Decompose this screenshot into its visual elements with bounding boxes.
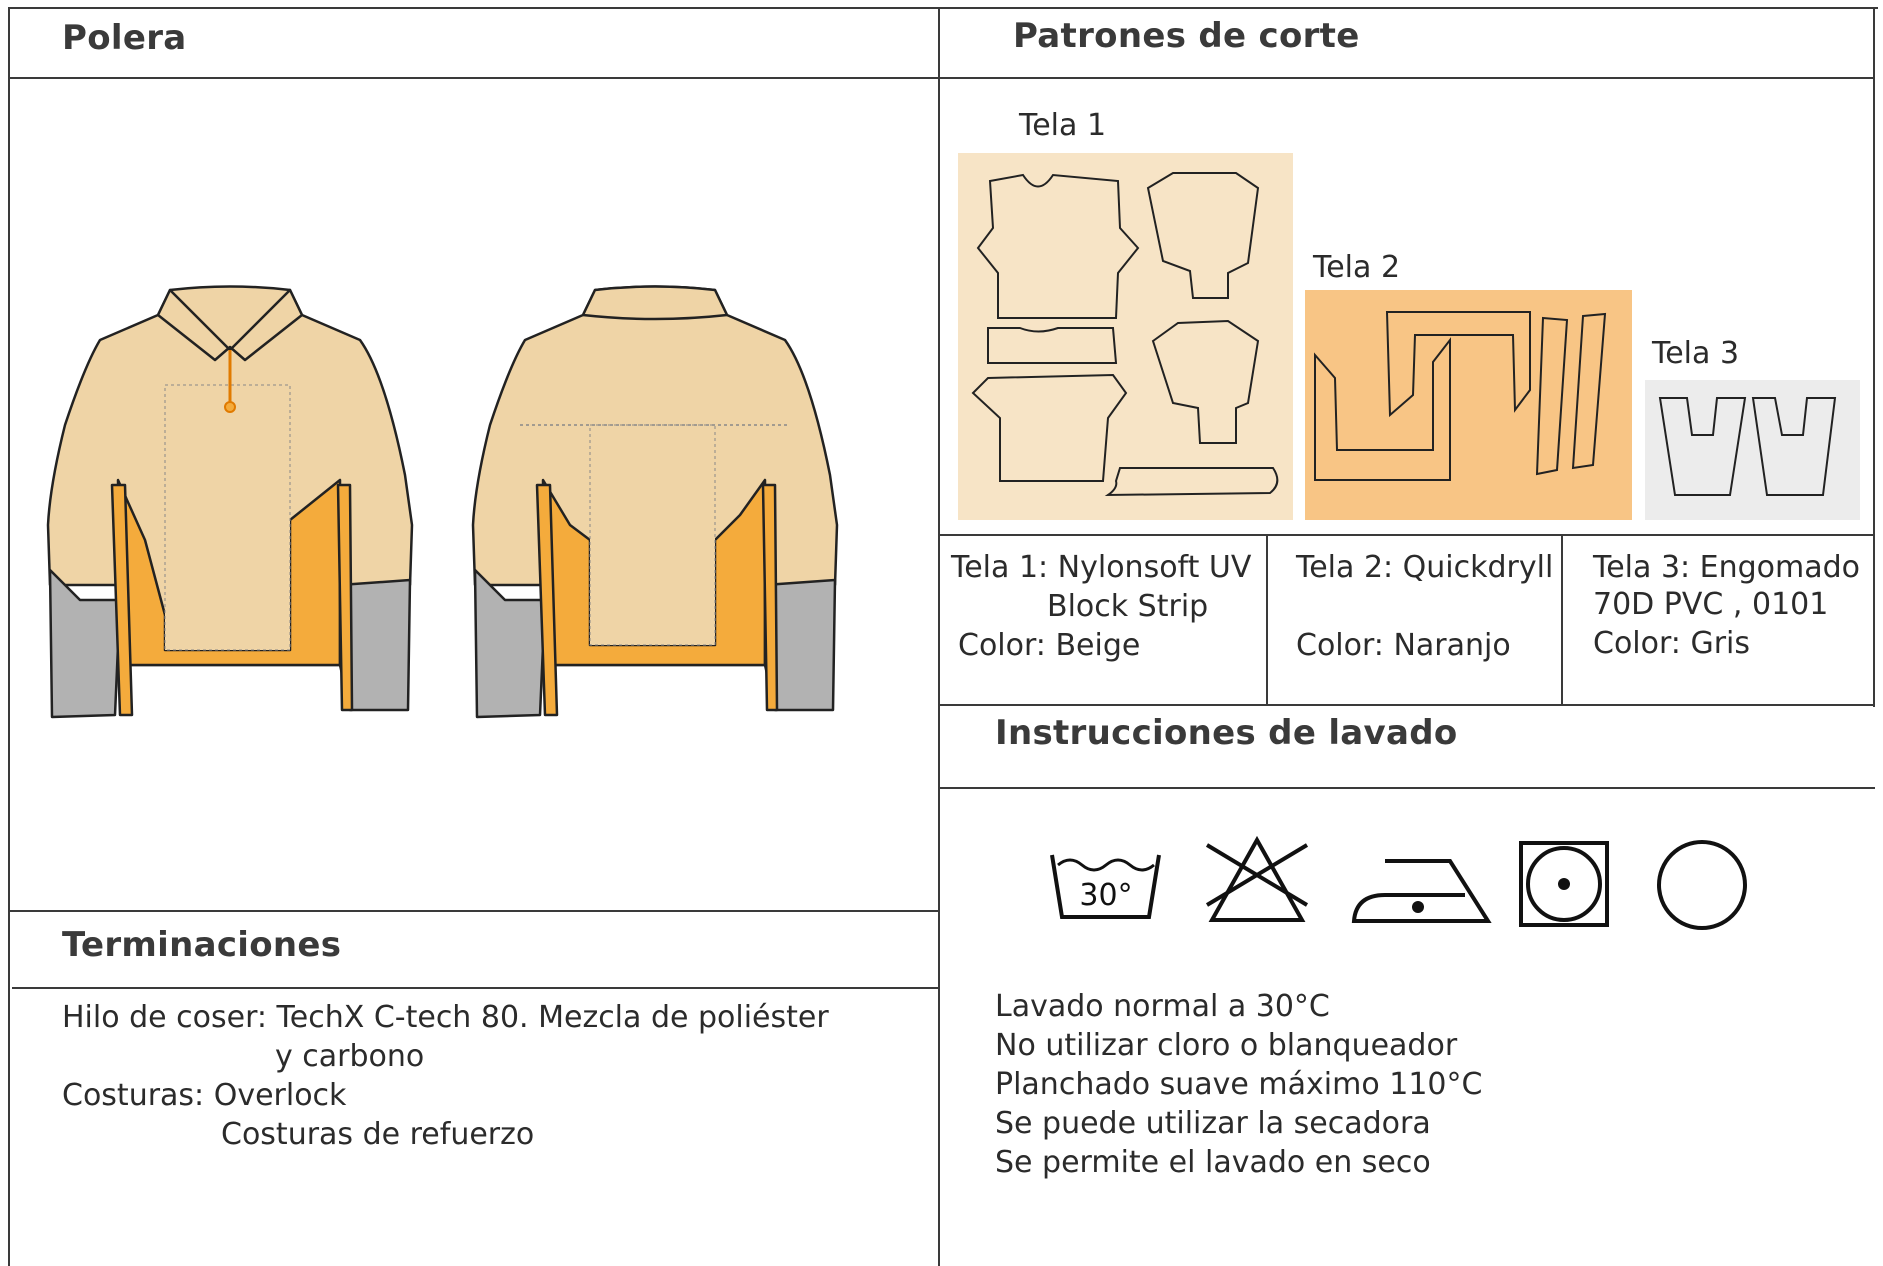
right-header-rule <box>940 77 1875 79</box>
washing-line: No utilizar cloro o blanqueador <box>995 1028 1458 1063</box>
thread-spec: Hilo de coser: TechX C-tech 80. Mezcla d… <box>62 1000 829 1035</box>
tela2-pattern-panel <box>1305 290 1632 520</box>
wash-30-icon: 30° <box>1050 854 1161 919</box>
tela2-name: Tela 2: Quickdryll <box>1296 550 1554 585</box>
tela2-color: Color: Naranjo <box>1296 628 1511 663</box>
back-left-side-stripe <box>535 483 559 717</box>
garment-back-illustration <box>471 285 839 719</box>
finishes-title: Terminaciones <box>62 925 342 965</box>
washing-line: Se puede utilizar la secadora <box>995 1106 1431 1141</box>
fabric-table-col1 <box>1266 534 1268 706</box>
tela1-label: Tela 1 <box>1019 108 1107 143</box>
tela1-pattern-panel <box>958 153 1293 520</box>
tumble-dry-icon <box>1519 841 1609 927</box>
finishes-header-rule <box>12 987 938 989</box>
back-yoke-panel <box>589 424 716 646</box>
tela3-pattern-panel <box>1645 380 1860 520</box>
center-divider <box>938 7 940 1266</box>
washing-line: Lavado normal a 30°C <box>995 989 1330 1024</box>
front-center-panel <box>164 384 291 651</box>
garment-title: Polera <box>62 18 187 58</box>
wash-temperature: 30° <box>1079 878 1132 913</box>
front-left-side-stripe <box>110 483 134 717</box>
patterns-title: Patrones de corte <box>1013 16 1360 56</box>
tela3-name: Tela 3: Engomado <box>1593 550 1861 585</box>
tela1-name: Tela 1: Nylonsoft UV <box>951 550 1252 585</box>
tela2-label: Tela 2 <box>1313 250 1401 285</box>
front-right-side-stripe <box>336 483 354 712</box>
left-header-rule <box>8 77 938 79</box>
front-left-sleeve-cuff <box>48 568 122 719</box>
thread-spec-continued: y carbono <box>275 1039 425 1074</box>
back-left-sleeve-cuff <box>473 568 547 719</box>
fabric-table-col2 <box>1561 534 1563 706</box>
tela3-color: Color: Gris <box>1593 626 1750 661</box>
seams-spec-continued: Costuras de refuerzo <box>221 1117 535 1152</box>
washing-line: Planchado suave máximo 110°C <box>995 1067 1483 1102</box>
seams-spec: Costuras: Overlock <box>62 1078 347 1113</box>
tela1-color: Color: Beige <box>958 628 1141 663</box>
washing-header-rule <box>940 787 1875 789</box>
tela1-detail: Block Strip <box>1047 589 1209 624</box>
right-border <box>1873 7 1875 707</box>
dry-clean-icon <box>1657 840 1747 930</box>
tela3-label: Tela 3 <box>1652 336 1740 371</box>
iron-low-icon <box>1351 859 1492 923</box>
tela3-detail: 70D PVC , 0101 <box>1593 587 1829 622</box>
washing-line: Se permite el lavado en seco <box>995 1145 1431 1180</box>
fabric-table-top <box>940 534 1875 536</box>
no-bleach-icon <box>1205 835 1309 922</box>
back-collar <box>581 285 729 321</box>
garment-front-illustration <box>46 285 414 719</box>
finishes-top-rule <box>8 910 938 912</box>
washing-instructions: Lavado normal a 30°C No utilizar cloro o… <box>995 987 1482 1182</box>
left-border <box>8 7 10 1266</box>
top-border <box>8 7 1878 9</box>
fabric-table-bottom <box>940 704 1875 706</box>
washing-title: Instrucciones de lavado <box>995 713 1458 753</box>
front-collar <box>156 288 304 362</box>
back-right-side-stripe <box>761 483 779 712</box>
